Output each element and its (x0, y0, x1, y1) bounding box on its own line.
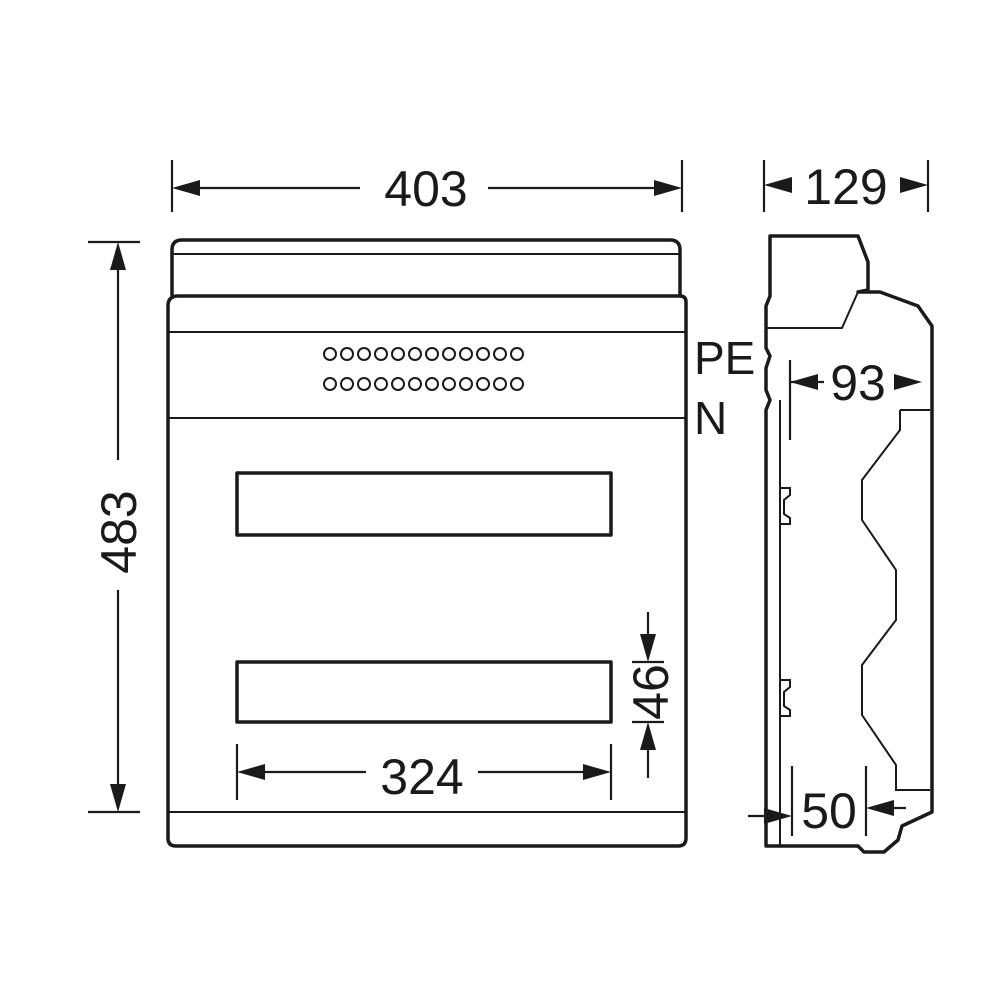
terminal-hole (323, 377, 337, 391)
terminal-hole (357, 377, 371, 391)
terminal-hole (510, 347, 524, 361)
dimension-window-height-label: 46 (623, 664, 679, 720)
arrow-right (894, 374, 922, 390)
side-view (764, 234, 934, 854)
terminal-hole (408, 377, 422, 391)
terminal-hole (391, 347, 405, 361)
arrow-left (866, 800, 894, 816)
arrow-right (583, 764, 611, 780)
dimension-base-depth-label: 50 (801, 783, 857, 839)
terminal-hole (476, 347, 490, 361)
dimension-depth-label: 129 (804, 159, 887, 215)
terminal-hole (442, 347, 456, 361)
side-clip-upper (780, 487, 791, 525)
front-top-cover (170, 238, 682, 296)
terminal-hole (476, 377, 490, 391)
side-rail-profile (861, 409, 930, 791)
terminal-hole (425, 347, 439, 361)
arrow-left (237, 764, 265, 780)
dimension-window-width-label: 324 (380, 749, 463, 805)
arrow-up (640, 722, 656, 750)
terminal-block (323, 347, 524, 391)
terminal-hole (391, 377, 405, 391)
label-n: N (694, 392, 727, 444)
dimension-rail-depth-label: 93 (830, 355, 886, 411)
dimension-base-depth: 50 (748, 766, 906, 839)
terminal-hole (323, 347, 337, 361)
arrow-left (790, 374, 818, 390)
terminal-hole (357, 347, 371, 361)
dimension-depth: 129 (762, 159, 930, 215)
terminal-hole (510, 377, 524, 391)
terminal-hole (493, 377, 507, 391)
side-cover-step (766, 291, 859, 329)
dimension-window-height: 46 (623, 612, 679, 778)
terminal-hole (340, 347, 354, 361)
arrow-up (110, 242, 126, 270)
front-view (166, 238, 688, 848)
terminal-hole (374, 377, 388, 391)
dimension-height: 483 (88, 240, 147, 814)
window-cutout-upper (235, 471, 613, 537)
terminal-hole (408, 347, 422, 361)
dimension-width-label: 403 (384, 161, 467, 217)
arrow-left (764, 177, 792, 193)
arrow-right (900, 177, 928, 193)
arrow-down (110, 784, 126, 812)
terminal-hole (425, 377, 439, 391)
side-profile-outline (764, 234, 934, 854)
window-cutout-lower (235, 660, 613, 724)
arrow-right (764, 808, 792, 824)
front-body-outline (166, 294, 688, 848)
terminal-hole (340, 377, 354, 391)
terminal-hole (493, 347, 507, 361)
dimension-height-label: 483 (91, 490, 147, 573)
label-pe: PE (694, 332, 755, 384)
arrow-right (654, 180, 682, 196)
terminal-hole (459, 347, 473, 361)
terminal-hole (442, 377, 456, 391)
terminal-hole (374, 347, 388, 361)
arrow-down (640, 634, 656, 662)
dimension-width: 403 (170, 160, 684, 217)
terminal-hole (459, 377, 473, 391)
side-clip-lower (780, 679, 791, 717)
arrow-left (172, 180, 200, 196)
dimension-window-width: 324 (235, 744, 613, 805)
dimension-rail-depth: 93 (788, 355, 922, 440)
